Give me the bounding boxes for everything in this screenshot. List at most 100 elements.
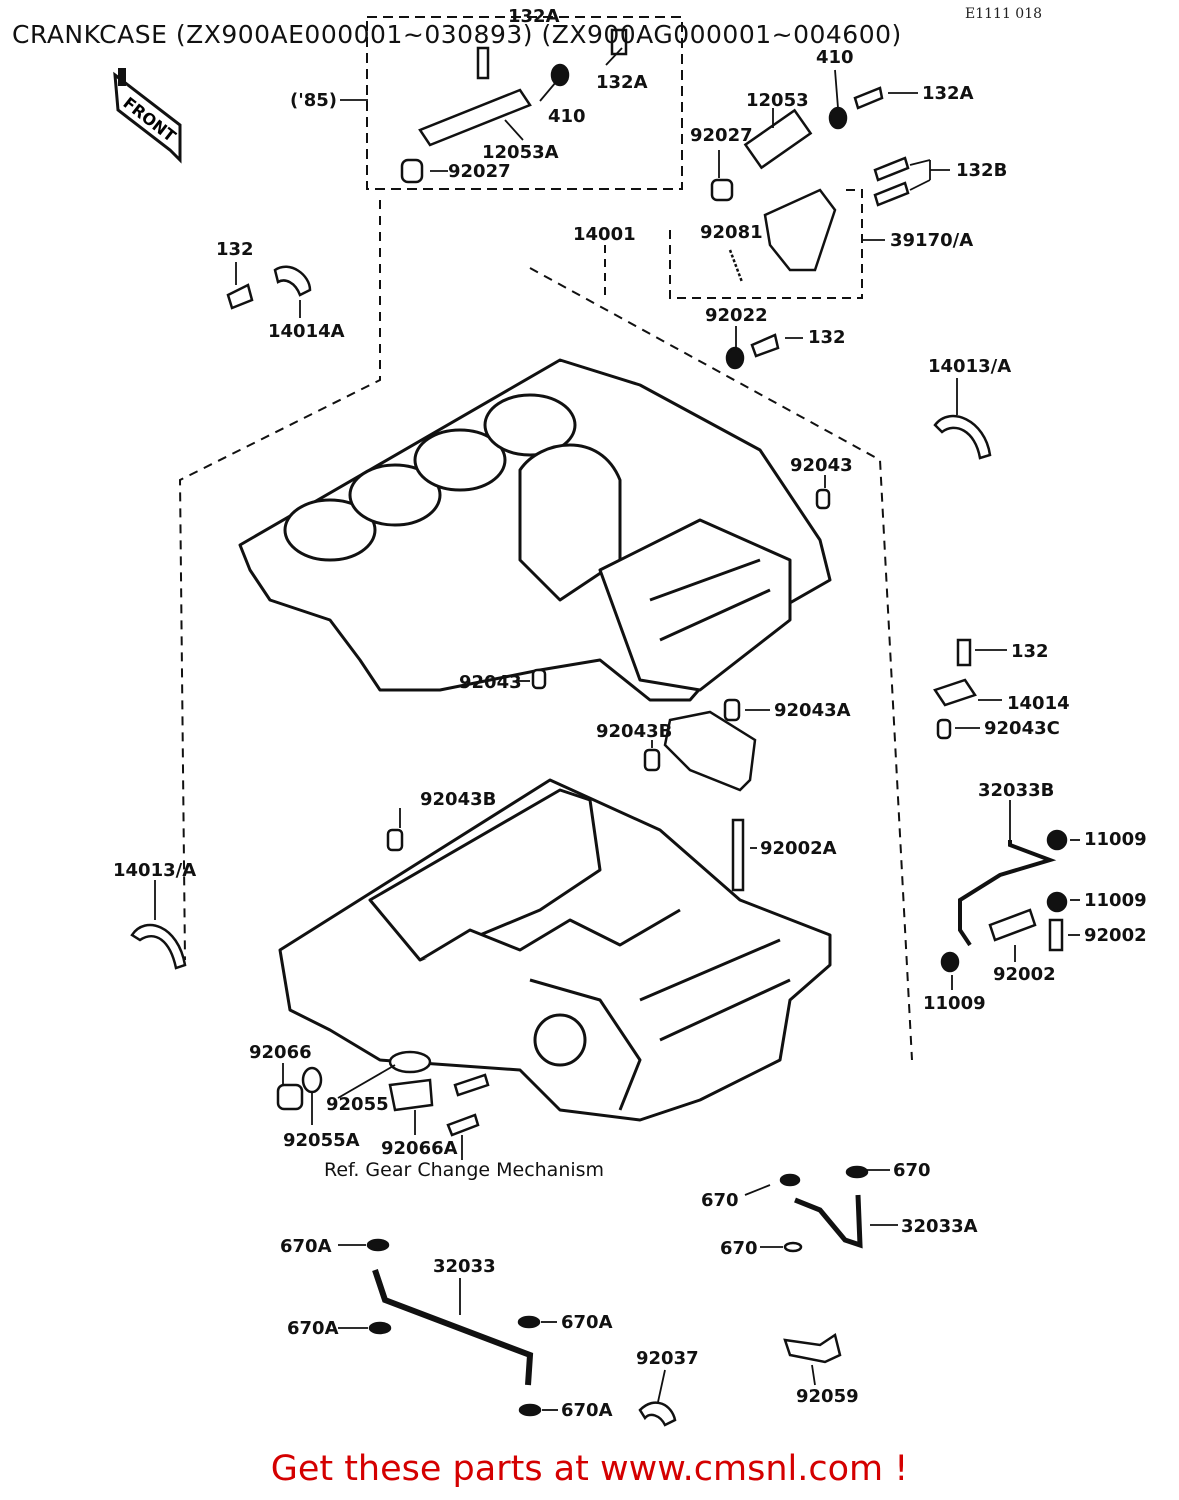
bolt-92002-b-icon <box>1048 918 1064 952</box>
part-label-410-b: 410 <box>816 47 854 68</box>
oring-670A-c-icon <box>517 1315 541 1329</box>
part-label-132A-right: 132A <box>922 83 974 104</box>
washer-410-b-icon <box>828 106 848 130</box>
bolt-132A-top-icon <box>476 46 490 80</box>
spring-92081-icon <box>728 249 744 283</box>
part-label-92043-center: 92043 <box>459 672 522 693</box>
part-label-92027-b: 92027 <box>690 125 753 146</box>
part-label-14014A: 14014A <box>268 321 345 342</box>
dashed-outline-right <box>529 267 913 1061</box>
oring-670-b-icon <box>779 1173 801 1187</box>
bracket-14014-icon <box>933 678 977 707</box>
oring-670-c-icon <box>783 1241 803 1253</box>
oil-pipe-32033B-icon <box>958 840 1057 947</box>
part-label-92037: 92037 <box>636 1348 699 1369</box>
part-label-92066: 92066 <box>249 1042 312 1063</box>
dowel-92027-a-icon <box>400 158 424 184</box>
dashed-group-box-85 <box>366 16 683 190</box>
part-label-132B: 132B <box>956 160 1008 181</box>
part-label-132A-top: 132A <box>508 6 560 27</box>
washer-92055A-icon <box>301 1066 323 1094</box>
small-parts <box>130 28 1068 1427</box>
footer-link-text[interactable]: Get these parts at www.cmsnl.com ! <box>270 1449 909 1489</box>
part-label-92059: 92059 <box>796 1386 859 1407</box>
part-label-14014: 14014 <box>1007 693 1070 714</box>
bolt-132B-a-icon <box>873 156 910 182</box>
bolt-132B-b-icon <box>873 181 910 207</box>
part-label-12053A: 12053A <box>482 142 559 163</box>
washer-11009-c-icon <box>940 951 960 973</box>
plug-92066A-icon <box>388 1078 434 1112</box>
part-label-92043-right: 92043 <box>790 455 853 476</box>
oring-670-a-icon <box>845 1165 869 1179</box>
upper-crankcase-icon <box>238 358 832 702</box>
washer-92022-icon <box>725 346 745 370</box>
bearing-14013A-right-icon <box>933 414 992 460</box>
reference-note: Ref. Gear Change Mechanism <box>324 1159 605 1181</box>
stud-b-icon <box>446 1113 480 1137</box>
bolt-92002-a-icon <box>988 908 1037 942</box>
part-label-132-a: 132 <box>216 239 254 260</box>
part-label-670A-c: 670A <box>561 1312 613 1333</box>
page-title: CRANKCASE (ZX900AE000001~030893) (ZX900A… <box>12 20 902 49</box>
part-label-92081: 92081 <box>700 222 763 243</box>
part-label-92066A: 92066A <box>381 1138 458 1159</box>
plug-92066-icon <box>276 1083 304 1111</box>
washer-11009-b-icon <box>1046 891 1068 913</box>
part-label-92022: 92022 <box>705 305 768 326</box>
dowel-92043-center-icon <box>531 668 547 690</box>
part-label-92002-b: 92002 <box>993 964 1056 985</box>
washer-11009-a-icon <box>1046 829 1068 851</box>
part-label-32033B: 32033B <box>978 780 1055 801</box>
part-label-670-c: 670 <box>720 1238 758 1259</box>
lower-crankcase-icon <box>278 778 832 1122</box>
part-label-11009-c: 11009 <box>923 993 986 1014</box>
part-label-132-c: 132 <box>1011 641 1049 662</box>
dowel-92043B-b-icon <box>386 828 404 852</box>
part-label-670-b: 670 <box>701 1190 739 1211</box>
bolt-132A-b-icon <box>853 86 884 110</box>
part-label-92002A: 92002A <box>760 838 837 859</box>
part-label-670-a: 670 <box>893 1160 931 1181</box>
bolt-132-c-icon <box>956 638 972 667</box>
leader-lines <box>154 47 1080 1411</box>
part-label-132-b: 132 <box>808 327 846 348</box>
chain-guide-12053A-icon <box>418 88 532 147</box>
part-label-92055: 92055 <box>326 1094 389 1115</box>
oring-670A-a-icon <box>366 1238 390 1252</box>
washer-410-a-icon <box>550 63 570 87</box>
part-label-39170A: 39170/A <box>890 230 974 251</box>
dowel-92043-right-icon <box>815 488 831 510</box>
dowel-92043B-a-icon <box>643 748 661 772</box>
part-label-92043A: 92043A <box>774 700 851 721</box>
part-label-12053: 12053 <box>746 90 809 111</box>
part-label-85: ('85) <box>290 90 338 111</box>
oring-92055-icon <box>388 1050 432 1074</box>
part-label-11009-a: 11009 <box>1084 829 1147 850</box>
dowel-92027-b-icon <box>710 178 734 202</box>
front-badge-icon <box>113 68 182 164</box>
dashed-group-box-39170 <box>669 189 863 299</box>
part-label-410-a: 410 <box>548 106 586 127</box>
part-label-670A-b: 670A <box>287 1318 339 1339</box>
drawing-code: E1111 018 <box>965 6 1043 22</box>
dowel-92043A-icon <box>723 698 741 722</box>
part-label-32033: 32033 <box>433 1256 496 1277</box>
part-label-11009-b: 11009 <box>1084 890 1147 911</box>
part-label-14001: 14001 <box>573 224 636 245</box>
part-label-92027-a: 92027 <box>448 161 511 182</box>
part-label-92043C: 92043C <box>984 718 1060 739</box>
part-label-92002-a: 92002 <box>1084 925 1147 946</box>
part-label-32033A: 32033A <box>901 1216 978 1237</box>
stud-a-icon <box>453 1073 490 1097</box>
bolt-132A-head-icon <box>610 28 628 56</box>
bolt-92002A-icon <box>731 818 745 892</box>
oil-pipe-32033A-icon <box>794 1194 863 1249</box>
dashed-outline-upper <box>178 200 381 961</box>
bracket-14014A-icon <box>273 265 312 297</box>
clip-92037-icon <box>638 1401 677 1427</box>
dowel-92043C-icon <box>936 718 952 740</box>
part-label-670A-d: 670A <box>561 1400 613 1421</box>
oil-pipe-32033-icon <box>372 1269 534 1386</box>
bearing-14013A-left-icon <box>130 923 187 970</box>
